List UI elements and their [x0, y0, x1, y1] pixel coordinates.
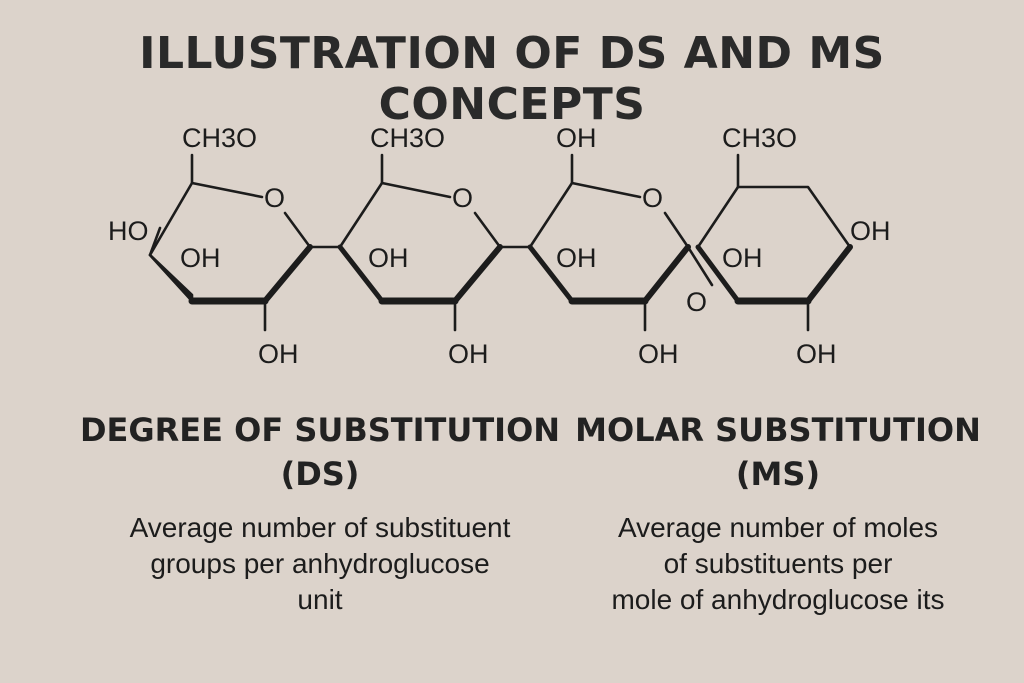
unit3-ring-oxygen: O [642, 183, 663, 213]
unit3-middle-label: OH [556, 243, 597, 273]
unit1-bottom-label: OH [258, 339, 299, 369]
unit4-middle-label: OH [722, 243, 763, 273]
ms-desc-line: Average number of moles [617, 512, 939, 543]
ms-section: MOLAR SUBSTITUTION (MS) Average number o… [548, 408, 1008, 618]
glucose-ring-1 [148, 153, 342, 332]
glucose-ring-3 [527, 153, 691, 332]
page-title: ILLUSTRATION OF DS AND MS CONCEPTS [139, 28, 885, 130]
ds-section: DEGREE OF SUBSTITUTION (DS) Average numb… [60, 408, 580, 618]
ds-desc-line: groups per anhydroglucose [150, 548, 490, 579]
unit1-left-label: HO [108, 216, 149, 246]
unit3-bottom-label: OH [638, 339, 679, 369]
unit1-middle-label: OH [180, 243, 221, 273]
ms-heading-line1: MOLAR SUBSTITUTION [575, 411, 981, 449]
ds-description: Average number of substituent groups per… [60, 510, 580, 618]
unit1-ring-oxygen: O [264, 183, 285, 213]
unit4-link-oxygen: O [686, 287, 707, 317]
ds-heading-line2: (DS) [280, 455, 360, 493]
unit2-middle-label: OH [368, 243, 409, 273]
ds-desc-line: Average number of substituent [129, 512, 511, 543]
unit1-top-label: CH3O [182, 123, 257, 153]
unit3-top-label: OH [556, 123, 597, 153]
cellulose-chain-diagram: CH3O O HO OH OH CH3O O OH OH OH O OH OH … [108, 123, 891, 369]
ms-desc-line: of substituents per [663, 548, 893, 579]
unit2-top-label: CH3O [370, 123, 445, 153]
glucose-ring-4 [686, 153, 853, 332]
unit4-top-label: CH3O [722, 123, 797, 153]
unit2-bottom-label: OH [448, 339, 489, 369]
unit4-right-label: OH [850, 216, 891, 246]
ms-heading-line2: (MS) [735, 455, 821, 493]
ms-description: Average number of moles of substituents … [548, 510, 1008, 618]
unit4-bottom-label: OH [796, 339, 837, 369]
ds-desc-line: unit [297, 584, 343, 615]
ms-desc-line: mole of anhydroglucose its [611, 584, 945, 615]
unit2-ring-oxygen: O [452, 183, 473, 213]
ds-heading-line1: DEGREE OF SUBSTITUTION [79, 411, 561, 449]
glucose-ring-2 [337, 153, 532, 332]
